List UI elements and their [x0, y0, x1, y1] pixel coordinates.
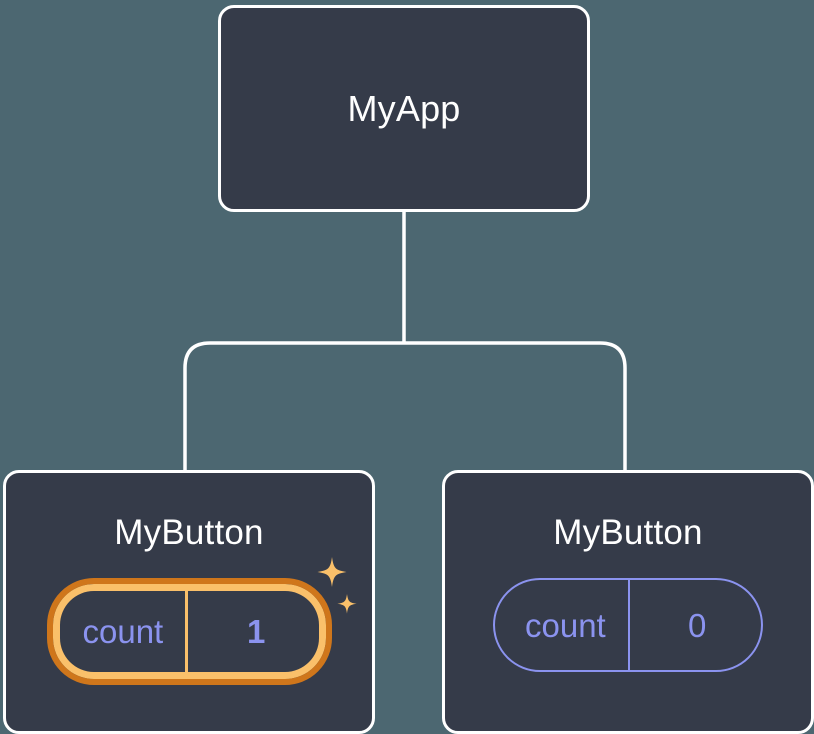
node-myapp[interactable]: MyApp — [218, 5, 590, 212]
node-myapp-label: MyApp — [347, 87, 461, 129]
node-mybutton-2[interactable]: MyButton count 0 — [442, 470, 814, 734]
node-mybutton-2-label: MyButton — [553, 513, 703, 552]
connector-branch-bus — [183, 341, 627, 470]
state-pill-plain[interactable]: count 0 — [493, 578, 763, 672]
state-value-1: 1 — [247, 613, 266, 650]
sparkle-large-icon — [317, 557, 346, 587]
state-pill-wrapper-2: count 0 — [493, 578, 763, 672]
sparkle-small-icon — [336, 594, 357, 614]
state-key-2: count — [495, 580, 630, 670]
state-key-1: count — [53, 584, 189, 679]
state-value-2: 0 — [688, 606, 707, 644]
node-mybutton-1[interactable]: MyButton count 1 — [3, 470, 375, 734]
node-mybutton-1-label: MyButton — [114, 513, 264, 552]
state-pill-wrapper-1: count 1 — [46, 557, 357, 685]
state-pill-highlighted[interactable]: count 1 — [46, 578, 332, 685]
